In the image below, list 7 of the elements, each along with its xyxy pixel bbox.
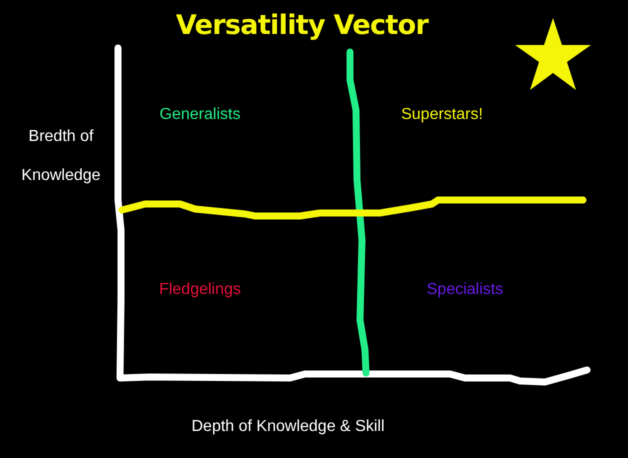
quadrant-label: Generalists (158, 105, 242, 125)
quadrant-label: Specialists (426, 280, 504, 300)
quadrant-label: Superstars! (400, 105, 484, 125)
diagram-title: Versatility Vector (174, 9, 430, 43)
quadrant-label: Fledgelings (158, 280, 242, 300)
axis-label: Depth of Knowledge & Skill (190, 417, 386, 437)
axis-label: Bredth of Knowledge (20, 127, 102, 186)
